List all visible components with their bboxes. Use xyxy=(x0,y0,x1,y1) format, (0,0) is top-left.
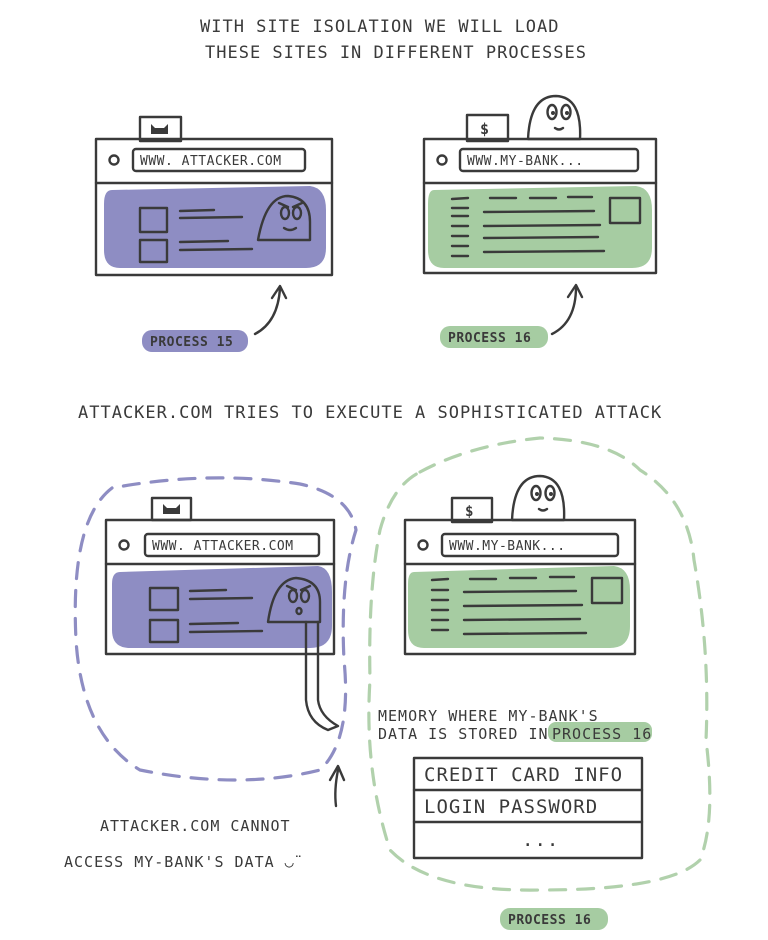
attacker-browser-bottom: WWW. ATTACKER.COM xyxy=(104,496,340,732)
arrow-icon xyxy=(334,768,340,808)
process-15-boundary xyxy=(73,476,358,782)
attacker-url: WWW. ATTACKER.COM xyxy=(140,154,282,169)
memory-row-login-password: LOGIN PASSWORD xyxy=(424,796,598,818)
bank-tab xyxy=(465,113,510,143)
bank-browser-top: $ WWW.MY-BANK... xyxy=(422,94,658,275)
dollar-icon: $ xyxy=(465,504,474,520)
cannot-note-line2: ACCESS MY-BANK'S DATA ◡̈ xyxy=(64,853,301,871)
process-16-badge-bottom xyxy=(500,908,608,930)
memory-row-ellipsis: ... xyxy=(522,829,559,851)
memory-note-line2-highlight: PROCESS 16 xyxy=(552,725,652,743)
cat-icon xyxy=(163,504,180,514)
attacker-tab xyxy=(138,115,183,143)
arrow-icon xyxy=(253,286,282,336)
process-15-label: PROCESS 15 xyxy=(150,335,233,350)
attacker-url: WWW. ATTACKER.COM xyxy=(152,539,294,554)
bank-url: WWW.MY-BANK... xyxy=(467,154,584,169)
bank-address-bar xyxy=(458,147,640,173)
process-16-highlight xyxy=(548,722,652,742)
attacker-address-bar xyxy=(143,532,321,558)
attacker-content-blob xyxy=(104,186,326,268)
memory-row-credit-card: CREDIT CARD INFO xyxy=(424,764,623,786)
arrow-icon xyxy=(550,285,578,336)
attacker-ghost-icon xyxy=(266,576,340,732)
process-16-badge xyxy=(440,326,548,348)
address-dot-icon xyxy=(417,539,429,551)
attacker-window xyxy=(104,518,336,656)
content-box-icon xyxy=(590,576,624,605)
dollar-icon: $ xyxy=(480,120,490,138)
bank-ghost-icon xyxy=(510,474,566,522)
bank-address-bar xyxy=(440,532,620,558)
address-dot-icon xyxy=(108,154,120,166)
attacker-window xyxy=(94,137,334,277)
process-16-label: PROCESS 16 xyxy=(448,331,531,346)
cat-icon xyxy=(151,124,168,134)
memory-note-line2-prefix: DATA IS STORED IN xyxy=(378,725,549,743)
process-16-label-bottom: PROCESS 16 xyxy=(508,913,591,928)
content-box-icon xyxy=(148,586,180,612)
bank-window xyxy=(422,137,658,275)
bank-ghost-icon xyxy=(526,94,582,141)
content-box-icon xyxy=(138,206,169,234)
bank-content-blob xyxy=(408,566,630,648)
address-dot-icon xyxy=(436,154,448,166)
attacker-content-blob xyxy=(112,566,332,648)
bank-url: WWW.MY-BANK... xyxy=(449,539,566,554)
content-box-icon xyxy=(148,618,180,644)
bank-browser-bottom: $ WWW.MY-BANK... xyxy=(403,474,637,656)
bank-window xyxy=(403,518,637,656)
heading-top-line2: THESE SITES IN DIFFERENT PROCESSES xyxy=(205,43,587,63)
content-box-icon xyxy=(138,238,169,264)
attacker-browser-top: WWW. ATTACKER.COM xyxy=(94,115,334,277)
memory-note-line1: MEMORY WHERE MY-BANK'S xyxy=(378,707,599,725)
address-dot-icon xyxy=(118,539,130,551)
tentacle-icon xyxy=(304,620,340,732)
process-16-boundary xyxy=(367,436,712,892)
cannot-note-line1: ATTACKER.COM CANNOT xyxy=(100,817,291,835)
process-15-badge xyxy=(142,330,248,352)
memory-table: CREDIT CARD INFO LOGIN PASSWORD ... xyxy=(412,756,644,860)
heading-top-line1: WITH SITE ISOLATION WE WILL LOAD xyxy=(200,17,560,37)
attacker-ghost-icon xyxy=(256,194,312,242)
attacker-address-bar xyxy=(131,147,307,173)
bank-content-blob xyxy=(428,186,652,268)
heading-mid: ATTACKER.COM TRIES TO EXECUTE A SOPHISTI… xyxy=(78,403,662,423)
content-box-icon xyxy=(608,196,642,225)
bank-tab xyxy=(450,496,494,524)
